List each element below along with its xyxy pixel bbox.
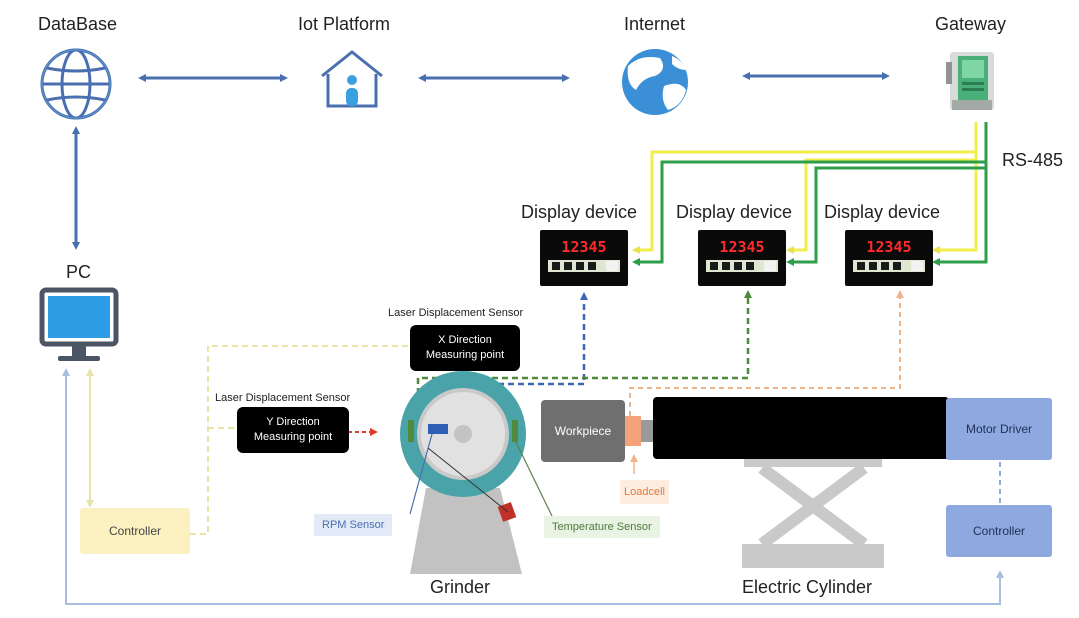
display-device-label-3: Display device bbox=[824, 202, 941, 222]
motor-driver-box: Motor Driver bbox=[946, 398, 1052, 460]
x-measuring-point-text: Measuring point bbox=[425, 349, 505, 361]
electric-cylinder-label: Electric Cylinder bbox=[742, 577, 873, 597]
display-readout: 12345 bbox=[561, 238, 607, 256]
rs485-label: RS-485 bbox=[1002, 150, 1064, 170]
display-keypad bbox=[853, 260, 925, 272]
laser-sensor-y-label: Laser Displacement Sensor bbox=[215, 392, 351, 404]
display-device-label-2: Display device bbox=[676, 202, 793, 222]
pc-motor-controller-link bbox=[62, 368, 1004, 605]
pc-label: PC bbox=[66, 262, 92, 282]
earth-icon bbox=[622, 49, 688, 115]
y-measuring-point-box: Y Direction Measuring point bbox=[237, 407, 349, 453]
display-device-label-1: Display device bbox=[521, 202, 638, 222]
x-measuring-point-box: X Direction Measuring point bbox=[410, 325, 520, 371]
workpiece-block bbox=[541, 400, 625, 462]
display-tag bbox=[911, 261, 923, 271]
rs485-green-lines bbox=[632, 122, 988, 266]
grinder-machine bbox=[400, 371, 526, 574]
display-readout: 12345 bbox=[866, 238, 912, 256]
rod-connector bbox=[641, 420, 655, 442]
monitor-icon bbox=[39, 287, 119, 361]
laser-sensor-x-label: Laser Displacement Sensor bbox=[388, 307, 524, 319]
temperature-pointer bbox=[513, 437, 553, 517]
internet-label: Internet bbox=[624, 14, 686, 34]
display-keypad bbox=[706, 260, 778, 272]
loadcell-label: Loadcell bbox=[620, 480, 669, 504]
scissor-lift bbox=[742, 459, 884, 568]
grinder-label: Grinder bbox=[430, 577, 491, 597]
house-icon bbox=[321, 50, 383, 108]
display-tag bbox=[764, 261, 776, 271]
y-measuring-point-text: Measuring point bbox=[253, 431, 333, 443]
workpiece-label: Workpiece bbox=[554, 424, 612, 438]
display-device-2: 12345 bbox=[698, 230, 786, 286]
display-keypad bbox=[548, 260, 620, 272]
database-label: DataBase bbox=[38, 14, 118, 34]
iot-platform-label: Iot Platform bbox=[298, 14, 391, 34]
display-device-1: 12345 bbox=[540, 230, 628, 286]
temp-probe-line bbox=[427, 447, 509, 513]
gateway-icon bbox=[946, 52, 994, 110]
loadcell-block bbox=[625, 416, 641, 446]
temperature-sensor-label: Temperature Sensor bbox=[544, 516, 660, 538]
controller-right-box: Controller bbox=[946, 505, 1052, 557]
x-direction-text: X Direction bbox=[438, 334, 492, 346]
display-tag bbox=[606, 261, 618, 271]
display-device-3: 12345 bbox=[845, 230, 933, 286]
controller-left-box: Controller bbox=[80, 508, 190, 554]
rpm-sensor-label: RPM Sensor bbox=[314, 514, 393, 536]
y-direction-text: Y Direction bbox=[266, 416, 320, 428]
gateway-label: Gateway bbox=[935, 14, 1007, 34]
cylinder-body bbox=[653, 397, 949, 459]
rpm-pointer bbox=[409, 433, 433, 515]
rs485-yellow-lines bbox=[632, 122, 978, 254]
display-readout: 12345 bbox=[719, 238, 765, 256]
